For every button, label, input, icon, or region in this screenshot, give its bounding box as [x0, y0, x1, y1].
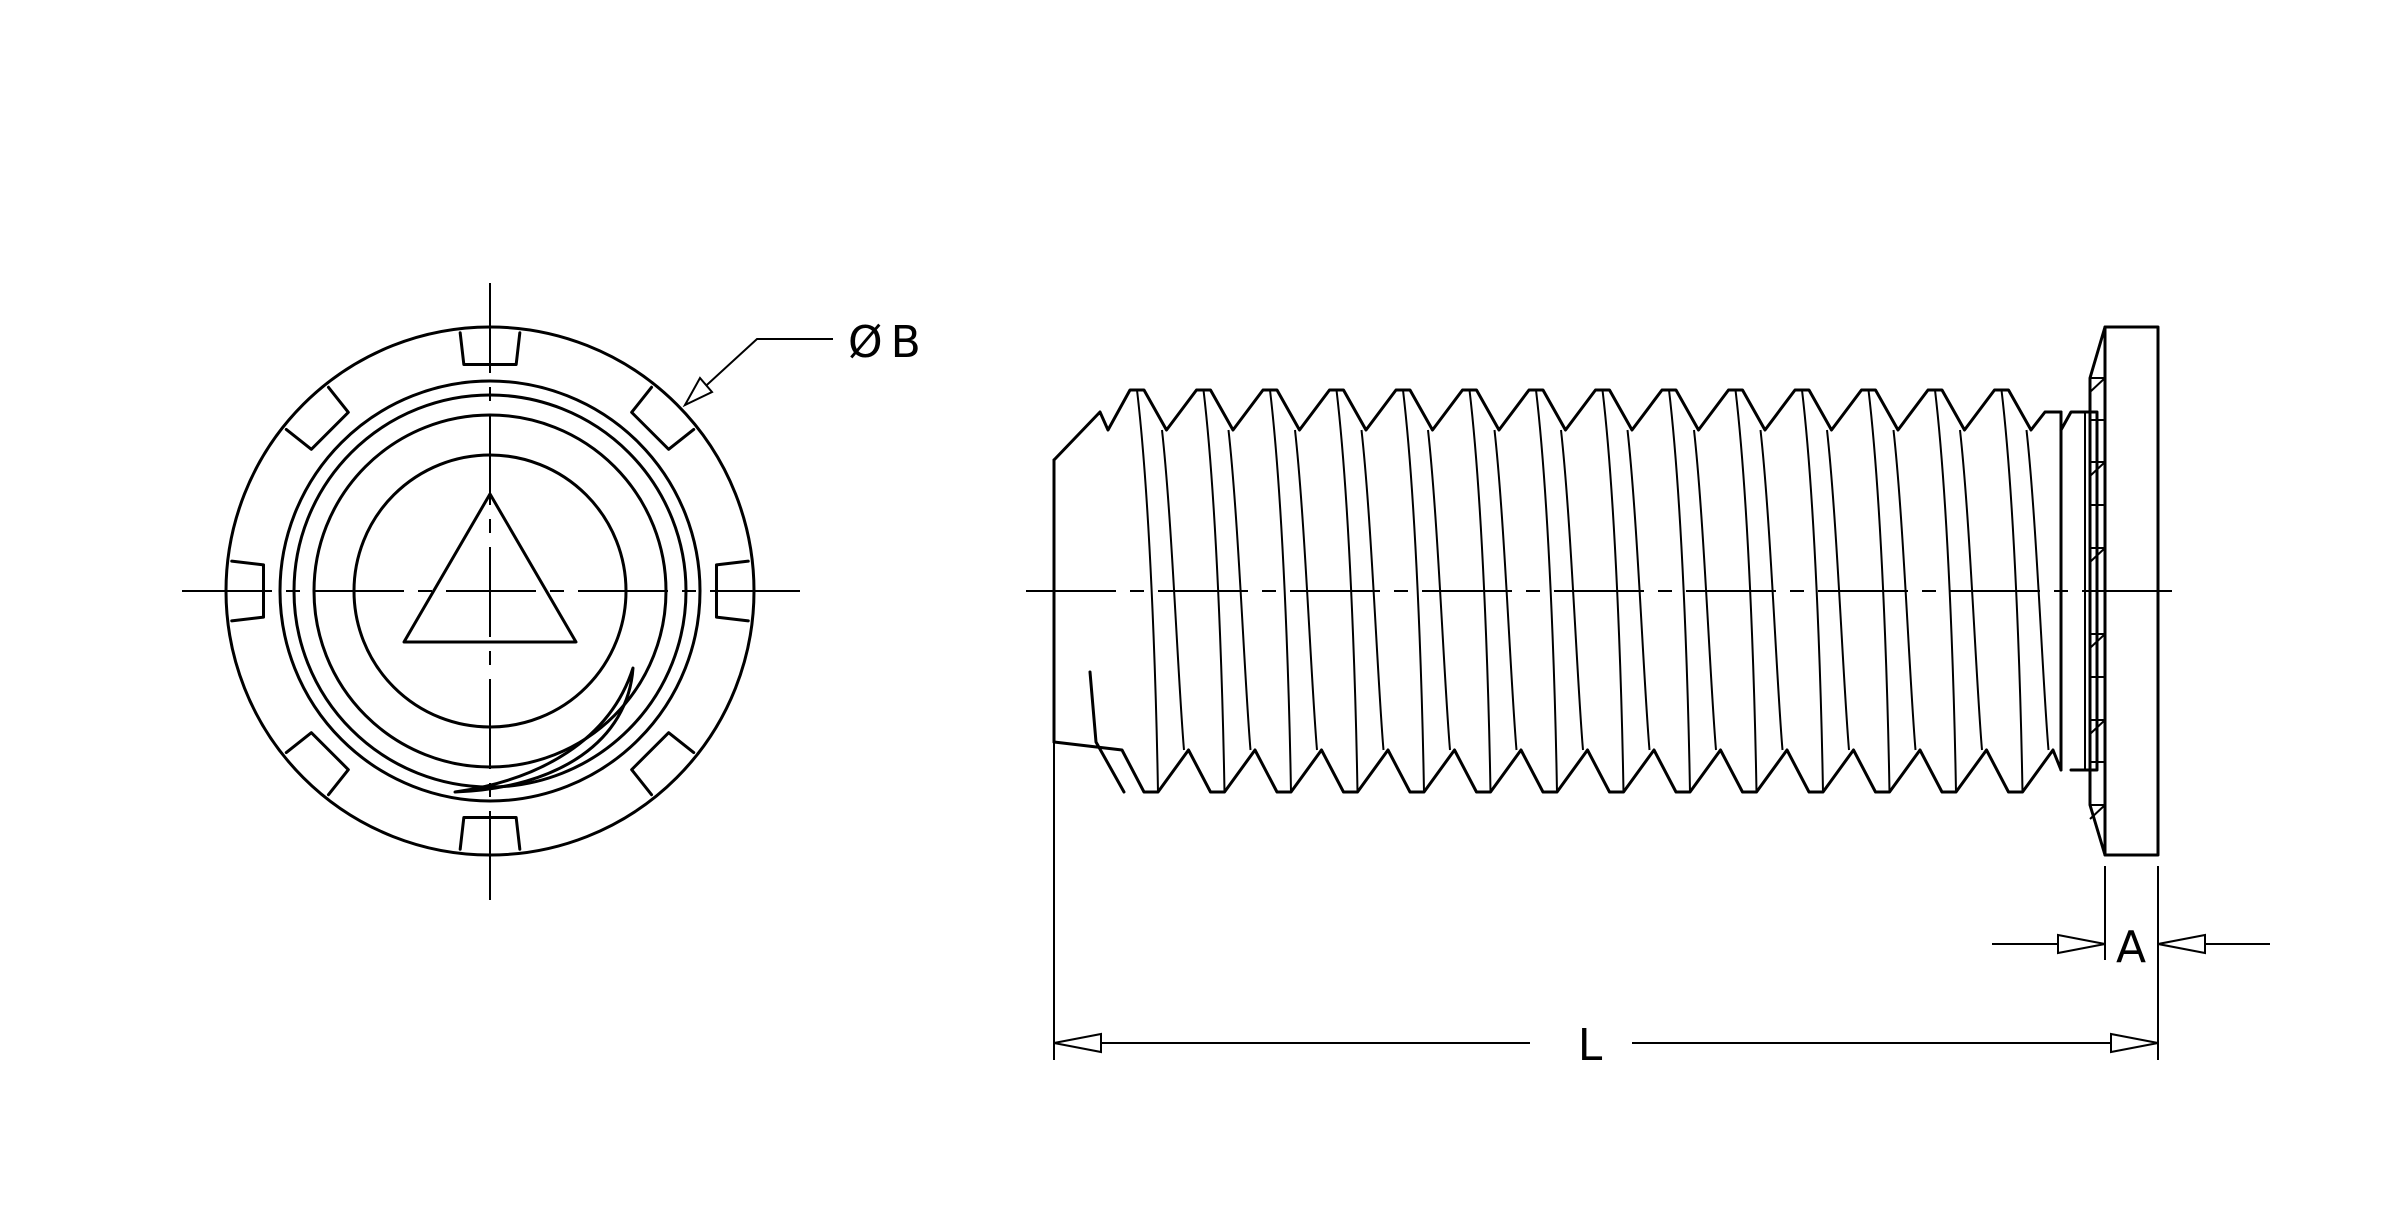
serration-tooth — [458, 331, 522, 367]
thread-root-line — [1892, 429, 1917, 751]
outer-flange-circle — [224, 325, 756, 857]
thread-root-line — [1693, 429, 1717, 751]
dimension-a-arrow-left — [2057, 933, 2106, 955]
thread-major-circle — [292, 393, 688, 789]
thread-root-line — [1227, 429, 1252, 751]
head-knurl-marks — [2089, 377, 2106, 820]
thread-crest-line — [1668, 389, 1691, 793]
serration-tooth — [458, 815, 522, 851]
diameter-leader-line — [684, 338, 833, 406]
thread-root-line — [1161, 429, 1185, 751]
serration-tooth — [630, 731, 696, 797]
serration-tooth — [284, 731, 350, 797]
dimension-l-arrow-right — [2110, 1032, 2159, 1054]
thread-minor-circle — [312, 413, 668, 769]
serration-tooth — [630, 385, 696, 451]
serration-tooth — [230, 559, 266, 623]
dimension-a-arrow-right — [2157, 933, 2206, 955]
recess-circle — [352, 453, 628, 729]
knurl-diagonal — [2089, 804, 2106, 820]
thread-top-profile — [1052, 388, 2063, 462]
thread-root-line — [1959, 429, 1983, 751]
inner-flange-circle — [278, 379, 702, 803]
thread-root-line — [2025, 429, 2050, 751]
thread-root-line — [1759, 429, 1784, 751]
thread-crest-line — [1136, 389, 1159, 793]
serration-teeth — [230, 331, 750, 851]
thread-root-line — [1360, 429, 1385, 751]
diameter-symbol: Ø — [848, 317, 883, 368]
dimension-a-label: A — [2116, 922, 2146, 973]
thread-crest-line — [1934, 389, 1957, 793]
serration-tooth — [284, 385, 350, 451]
thread-root-line — [1826, 429, 1850, 751]
dimension-l-label: L — [1578, 1020, 1603, 1071]
thread-crest-line — [1535, 389, 1558, 793]
thread-start-curve — [453, 666, 635, 794]
thread-crest-line — [1801, 389, 1824, 793]
knurl-diagonal — [2089, 719, 2106, 735]
diameter-letter: B — [891, 317, 921, 368]
thread-bottom-profile — [1052, 740, 2063, 794]
neck-groove — [2059, 410, 2099, 772]
knurl-diagonal — [2089, 461, 2106, 477]
thread-crest-line — [1269, 389, 1292, 793]
thread-root-line — [1626, 429, 1651, 751]
thread-root-line — [1560, 429, 1584, 751]
diameter-leader-arrowhead — [682, 376, 714, 408]
dimension-l-arrow-left — [1053, 1032, 1102, 1054]
thread-crest-line — [1402, 389, 1425, 793]
triangle-drive-recess — [402, 492, 578, 644]
knurl-diagonal — [2089, 377, 2106, 393]
knurl-diagonal — [2089, 547, 2106, 563]
knurl-diagonal — [2089, 633, 2106, 649]
thread-start-hook — [1088, 670, 1126, 794]
side-view: A L — [1026, 325, 2270, 1071]
thread-root-line — [1294, 429, 1318, 751]
thread-root-line — [1427, 429, 1451, 751]
serration-tooth — [714, 559, 750, 623]
thread-root-line — [1493, 429, 1518, 751]
